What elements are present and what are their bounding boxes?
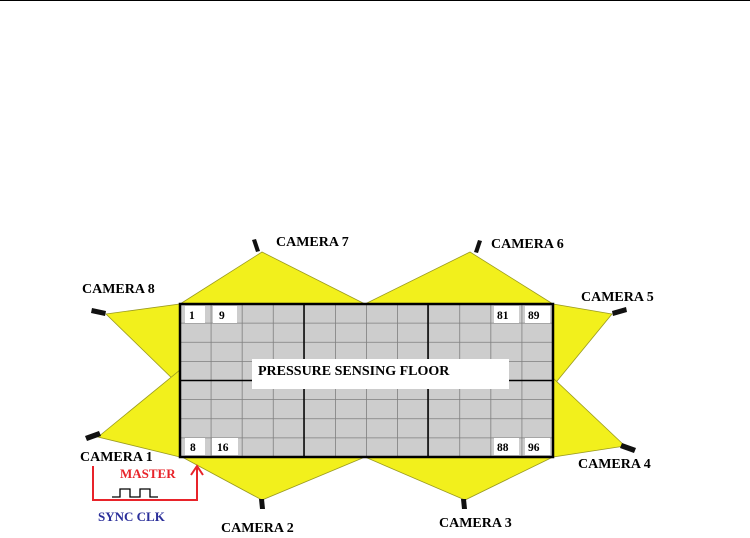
- sync-clk-label: SYNC CLK: [98, 509, 166, 524]
- fov-camera-1: [98, 370, 180, 457]
- cell-number-96: 96: [528, 442, 540, 454]
- camera-icon: [474, 240, 482, 253]
- sync-clock-wiring: MASTER SYNC CLK: [93, 466, 203, 524]
- master-label: MASTER: [120, 466, 176, 481]
- fov-camera-3: [365, 457, 553, 500]
- camera-icon: [85, 431, 101, 441]
- fov-camera-6: [365, 252, 553, 304]
- fov-camera-4: [553, 378, 625, 457]
- cell-box: [185, 306, 205, 323]
- fov-camera-2: [182, 457, 365, 500]
- camera-5-label: CAMERA 5: [581, 290, 654, 305]
- cell-number-88: 88: [497, 442, 509, 454]
- camera-icon: [612, 307, 627, 316]
- cell-number-1: 1: [189, 310, 195, 322]
- cell-number-16: 16: [217, 442, 229, 454]
- camera-icon: [91, 308, 106, 316]
- camera-7-label: CAMERA 7: [276, 235, 349, 250]
- pressure-floor: PRESSURE SENSING FLOOR 1 9 81 89 8 16 88…: [180, 304, 553, 457]
- cell-number-8: 8: [190, 442, 196, 454]
- camera-8-label: CAMERA 8: [82, 282, 155, 297]
- fov-camera-5: [553, 304, 612, 386]
- camera-6-label: CAMERA 6: [491, 237, 564, 252]
- clock-waveform-icon: [112, 489, 158, 497]
- cell-number-9: 9: [219, 310, 225, 322]
- camera-icon: [620, 443, 636, 453]
- cell-number-89: 89: [528, 310, 540, 322]
- camera-icon: [252, 239, 260, 252]
- camera-4-label: CAMERA 4: [578, 457, 651, 472]
- fov-camera-7: [180, 252, 365, 304]
- camera-icon: [259, 499, 265, 509]
- fov-camera-8: [106, 304, 180, 386]
- camera-2-label: CAMERA 2: [221, 521, 294, 536]
- camera-3-label: CAMERA 3: [439, 516, 512, 531]
- cell-box: [213, 306, 237, 323]
- camera-1-label: CAMERA 1: [80, 450, 153, 465]
- floor-title: PRESSURE SENSING FLOOR: [258, 364, 450, 379]
- cell-number-81: 81: [497, 310, 509, 322]
- camera-icon: [461, 499, 467, 509]
